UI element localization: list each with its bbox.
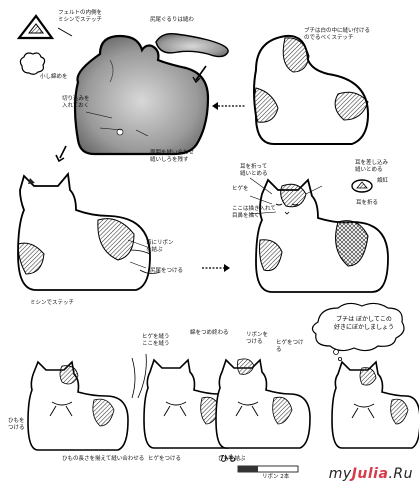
arrow-icon [212,102,246,110]
arrow-icon [202,264,230,272]
ear-detail-icon [351,179,373,193]
cat-figure-icon [27,360,129,451]
body-pattern-piece [73,34,210,156]
label-small-body: 小し綿めを [40,74,68,80]
label-felt-ear: 耳を折る [356,200,379,206]
label-neck-note: 首にリボンを結ぶ [146,240,174,253]
label-step-b: ヒゲをつける [276,340,304,353]
label-ear-detail: 耳を差し込み縫いとめる [355,160,389,173]
triangle-felt-icon [16,14,55,40]
label-felt-shape: フェルトの内側をミシンでステッチ [58,10,103,23]
label-bottom-stitch: ミシンでステッチ [30,300,75,306]
leader-line [57,27,73,37]
label-tail-cut: 尻尾ぐるりは縫わ [150,17,194,23]
label-cut-fold: 切り込みを入れておく [62,96,90,109]
cat-figure-icon [331,360,419,449]
label-sew-around: 周囲を縫い合わせ縫いしろを残す [150,150,195,163]
watermark-accent: Julia [351,466,389,482]
label-center-note: 綿をつめ終わる [190,330,229,336]
label-step-d: ひもを結ぶ [218,456,246,462]
label-step-a: ひもをつける [8,418,25,431]
label-cheek: 頬紅 [377,178,389,184]
label-panel-stitch: ブチは白の中に縫い付けるのでるべくステッチ [304,28,371,41]
speech-bubble-text: ブチは ぼかしてこの好きにぼかしましょう [333,316,394,331]
label-tail-sew: 尻尾をつける [150,268,184,274]
arrow-icon [195,65,207,81]
legend-label: ひも [220,454,236,463]
label-bottom-note1: ひもの長さを揃えて縫い合わせる [62,456,145,462]
label-stitch-note: ヒゲを縫うここを縫う [142,334,170,347]
cotton-ball-icon [19,52,46,75]
cat-figure-icon [131,353,239,449]
label-whisker: ヒゲを [232,186,249,192]
cat-figure-icon [17,171,161,291]
speech-bubble-icon [311,302,405,361]
label-bottom-note2: ヒゲをつける [148,456,182,462]
scale-bar-icon [237,465,299,473]
watermark-suffix: .Ru [388,466,413,482]
watermark: myJulia.Ru [329,466,413,482]
label-face-draw: ここは描き入れて目鼻を描く [232,206,276,219]
tail-pattern-piece [155,32,229,58]
scale-label: リボン 2本 [262,474,290,480]
label-ear-fold: 耳を折って縫いとめる [240,164,268,177]
arrow-icon [55,145,67,163]
cat-figure-icon [255,178,389,293]
cat-figure-icon [215,358,311,449]
cat-body-assembled [253,34,370,145]
label-step-c: リボンをつける [246,332,269,345]
watermark-prefix: my [328,466,352,482]
